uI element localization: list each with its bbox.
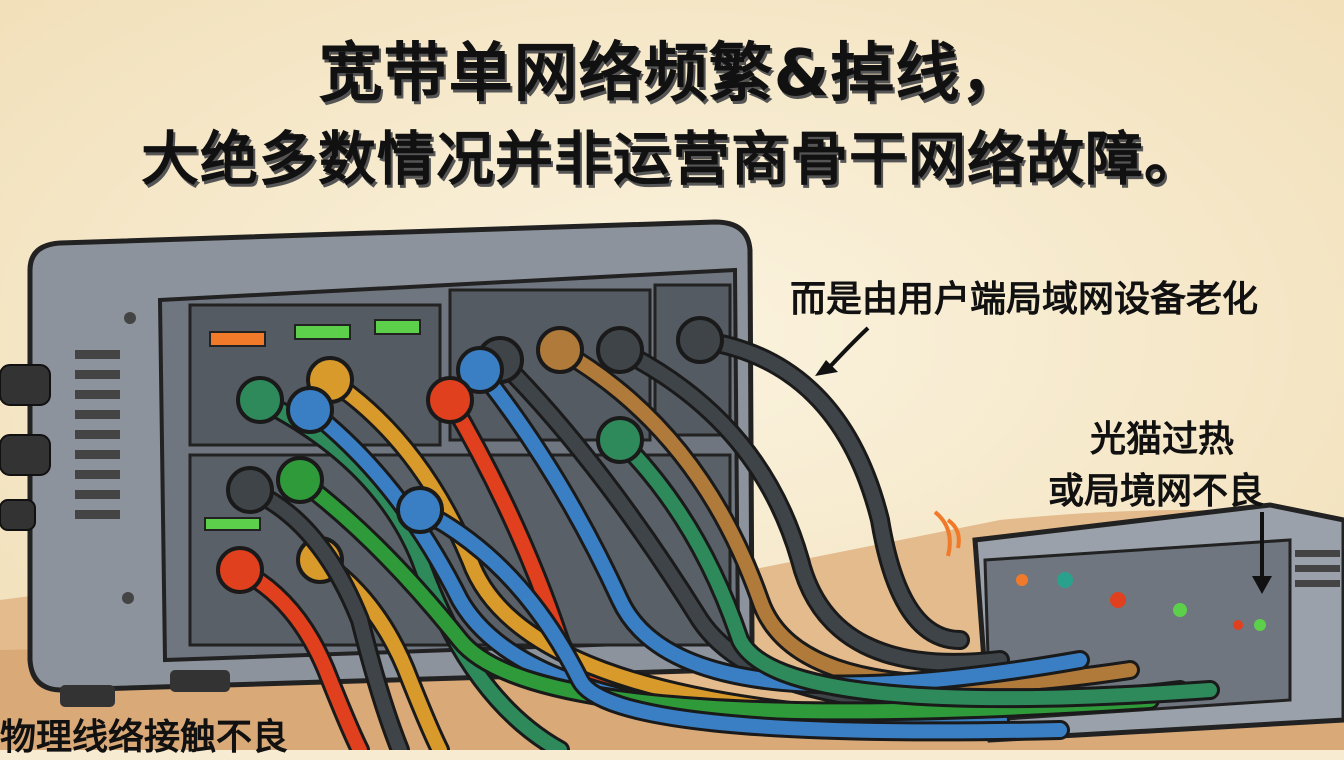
cables	[216, 316, 1220, 750]
headline-line2: 大绝多数情况并非运营商骨干网络故障。	[140, 125, 1203, 193]
headline-line1: 宽带单网络频繁&掉线，	[318, 37, 1026, 111]
cable-connector	[286, 386, 334, 434]
cable-connector	[396, 486, 444, 534]
cable-connector	[236, 376, 284, 424]
cable	[243, 483, 407, 750]
cable	[293, 473, 1157, 719]
cable	[233, 563, 367, 750]
cable-connector	[536, 326, 584, 374]
cable-connector	[596, 326, 644, 374]
cable-connector	[226, 466, 274, 514]
cable-connector	[426, 376, 474, 424]
cable	[253, 393, 567, 750]
cable-connector	[676, 316, 724, 364]
cable-connector	[456, 346, 504, 394]
cable-connector	[216, 546, 264, 594]
callout-physical: 物理线络接触不良	[0, 717, 289, 758]
cable	[613, 343, 1007, 670]
callout-modem-line2: 或局境网不良	[1048, 471, 1265, 512]
cable-connector	[276, 456, 324, 504]
cable-connector	[596, 416, 644, 464]
cable	[693, 333, 967, 647]
cable	[413, 503, 1067, 739]
callout-modem-line1: 光猫过热	[1090, 419, 1235, 460]
cable	[613, 433, 1217, 706]
callout-lan-devices: 而是由用户端局域网设备老化	[790, 279, 1259, 320]
